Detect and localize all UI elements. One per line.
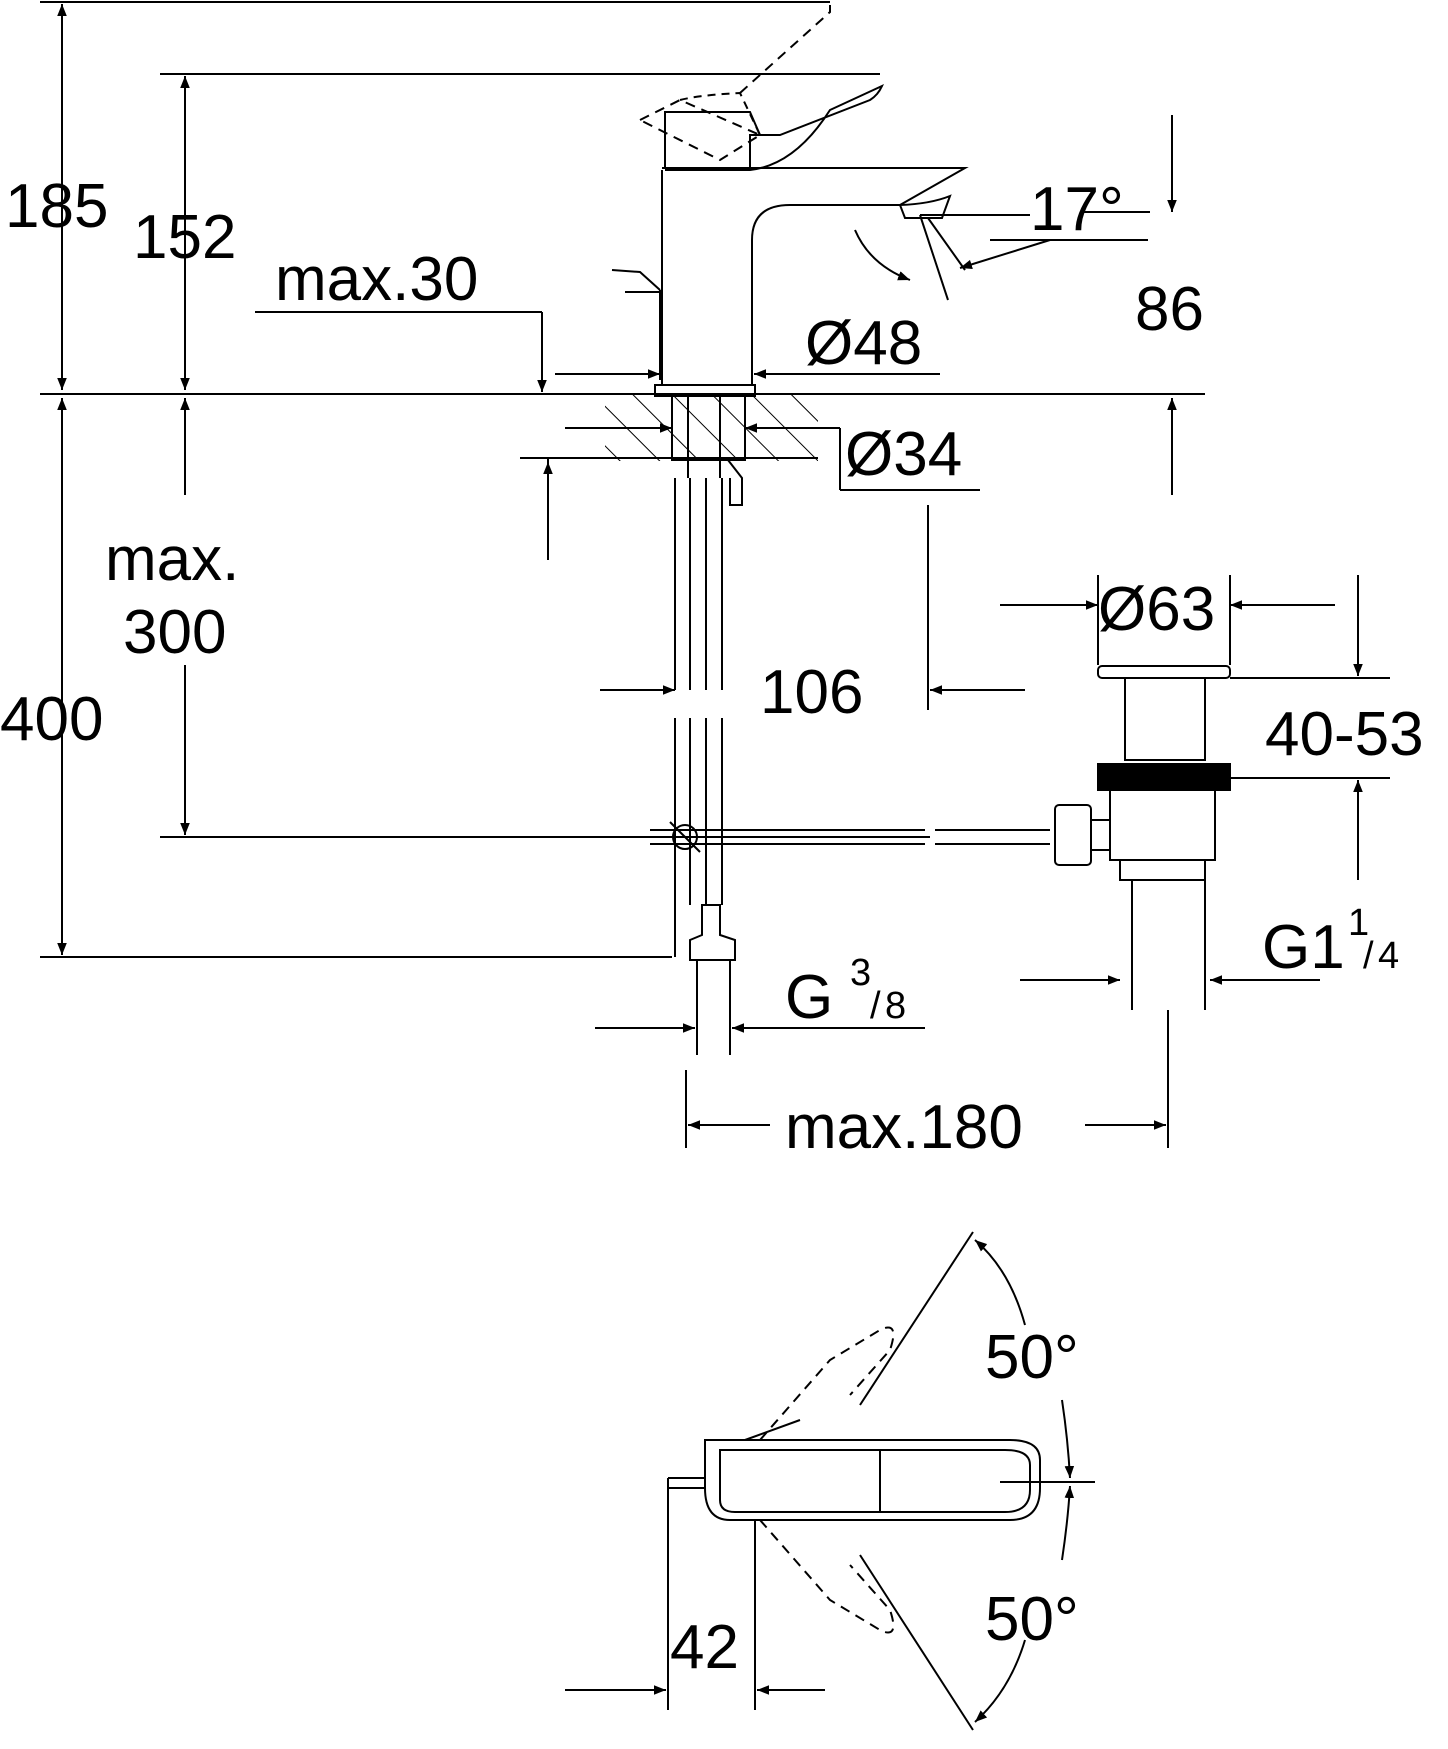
dim-g38-numerator: 3	[850, 952, 871, 994]
dim-max180-lines	[685, 1010, 1169, 1148]
dim-152-label: 152	[133, 203, 236, 272]
faucet-top-view	[667, 1326, 1095, 1634]
dim-86-lines	[1080, 115, 1177, 495]
dim-4053-label: 40-53	[1265, 700, 1424, 769]
dim-max30-label: max.30	[275, 245, 478, 314]
dim-50deg-lines	[859, 1231, 1075, 1731]
dim-106-label: 106	[760, 658, 863, 727]
waste-valve	[1054, 665, 1231, 1010]
dim-42-lines	[565, 1478, 825, 1710]
dim-max30-lines	[255, 311, 553, 560]
dim-g114-denominator: 4	[1378, 935, 1399, 977]
dim-max300-label-line1: max.	[105, 525, 239, 594]
dim-50deg-top-label: 50°	[985, 1323, 1079, 1392]
dim-50deg-bottom-label: 50°	[985, 1585, 1079, 1654]
dim-g114-label: G1 1 / 4	[1262, 902, 1399, 982]
faucet-side-view	[611, 5, 969, 957]
dim-g38-slash: /	[870, 985, 881, 1027]
dim-17deg-label: 17°	[1030, 175, 1124, 244]
dim-g114-numerator: 1	[1348, 902, 1369, 944]
dim-400-label: 400	[0, 685, 103, 754]
dim-dia34-lines	[565, 423, 980, 491]
dim-185-label: 185	[5, 172, 108, 241]
dim-g38-label: G 3 / 8	[785, 952, 906, 1032]
dim-g114-slash: /	[1363, 935, 1374, 977]
dim-dia63-label: Ø63	[1098, 575, 1215, 644]
water-inlet	[689, 904, 736, 1055]
dim-dia48-label: Ø48	[805, 309, 922, 378]
dim-g38-denominator: 8	[885, 985, 906, 1027]
dim-g114-base: G1	[1262, 913, 1345, 982]
dim-152-lines	[160, 73, 880, 390]
dim-dia63-lines	[1000, 575, 1335, 665]
dim-400-lines	[40, 398, 672, 958]
dim-max300-label-line2: 300	[123, 598, 226, 667]
dim-g38-base: G	[785, 963, 833, 1032]
dim-max180-label: max.180	[785, 1093, 1023, 1162]
dim-17deg-lines	[854, 214, 1148, 301]
dim-4053-lines	[1230, 575, 1390, 880]
dim-max300-lines	[160, 398, 930, 838]
dim-106-lines	[600, 505, 1025, 710]
dim-86-label: 86	[1135, 275, 1204, 344]
pop-up-rod	[650, 821, 1050, 853]
dim-dia34-label: Ø34	[845, 420, 962, 489]
dim-185-lines	[40, 1, 830, 390]
dim-42-label: 42	[670, 1613, 739, 1682]
